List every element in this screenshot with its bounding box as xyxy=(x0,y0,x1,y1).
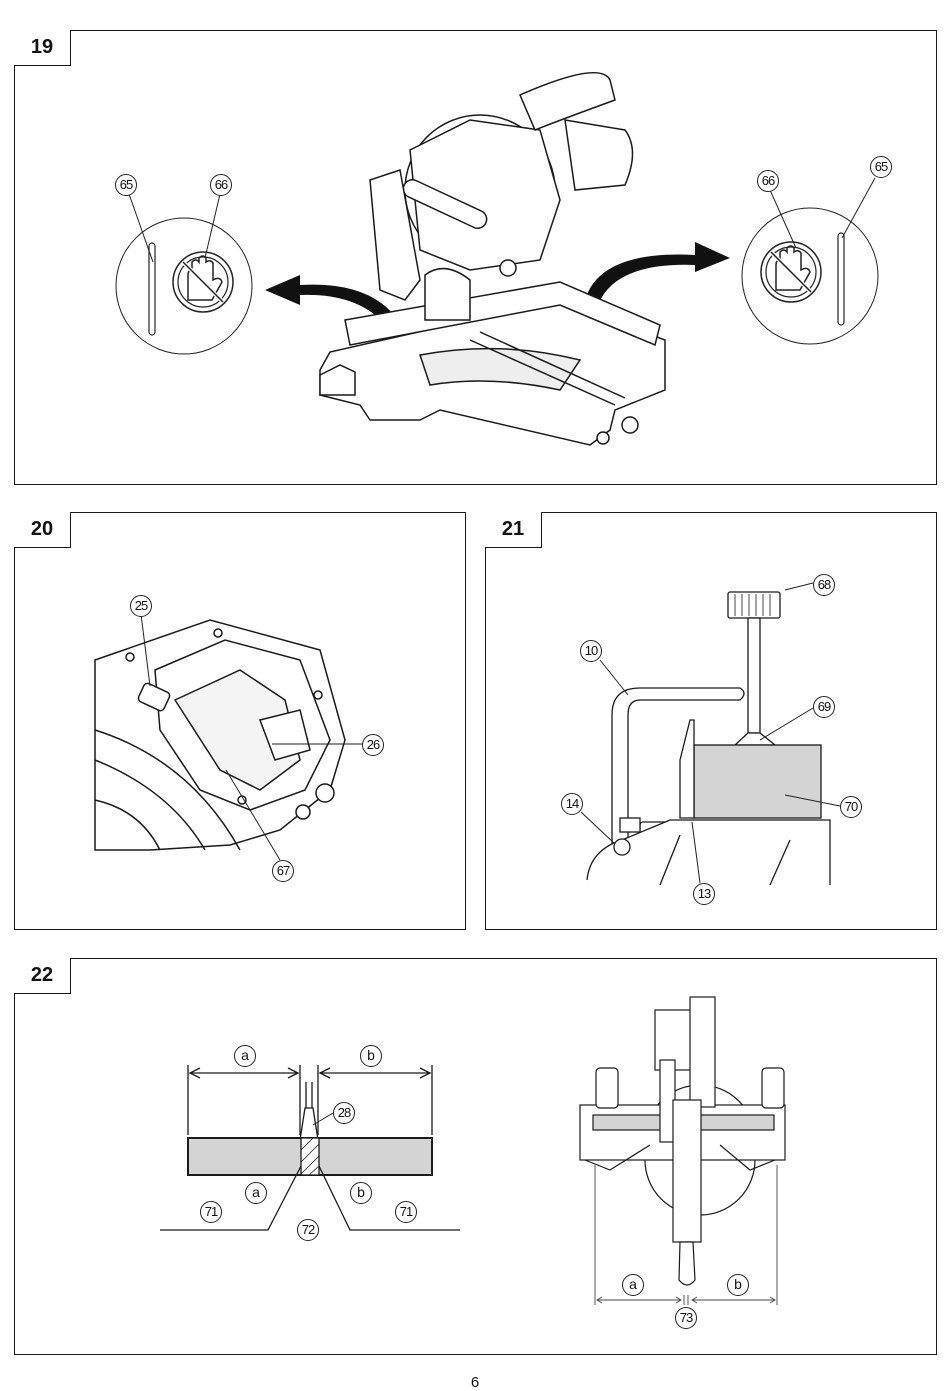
right-arrow-icon xyxy=(585,242,730,305)
callout-13: 13 xyxy=(693,883,715,905)
callout-26: 26 xyxy=(362,734,384,756)
callout-65: 65 xyxy=(115,174,137,196)
left-warning-label xyxy=(115,193,253,355)
left-arrow-icon xyxy=(265,275,410,348)
figure-number: 20 xyxy=(14,512,71,548)
figure-number: 19 xyxy=(14,30,71,66)
dimension-label-b: b xyxy=(360,1045,382,1067)
lower-label-b: b xyxy=(350,1182,372,1204)
lower-label-a: a xyxy=(245,1182,267,1204)
callout-69: 69 xyxy=(813,696,835,718)
callout-65: 65 xyxy=(870,156,892,178)
dimension-label-a: a xyxy=(234,1045,256,1067)
callout-66: 66 xyxy=(210,174,232,196)
page-number: 6 xyxy=(470,1374,480,1391)
callout-70: 70 xyxy=(840,796,862,818)
callout-66: 66 xyxy=(757,170,779,192)
figure-number: 22 xyxy=(14,958,71,994)
dimension-label-b: b xyxy=(727,1274,749,1296)
callout-72: 72 xyxy=(297,1219,319,1241)
saw-top-view xyxy=(579,996,786,1286)
callout-25: 25 xyxy=(130,595,152,617)
callout-10: 10 xyxy=(580,640,602,662)
callout-73: 73 xyxy=(675,1307,697,1329)
callout-28: 28 xyxy=(333,1102,355,1124)
dimension-label-a: a xyxy=(622,1274,644,1296)
callout-71: 71 xyxy=(200,1201,222,1223)
kerf-diagram xyxy=(160,1065,460,1231)
callout-68: 68 xyxy=(813,574,835,596)
figure-number: 21 xyxy=(485,512,542,548)
miter-saw-drawing xyxy=(319,71,666,446)
right-warning-label xyxy=(741,177,879,345)
callout-14: 14 xyxy=(561,793,583,815)
callout-71: 71 xyxy=(395,1201,417,1223)
callout-67: 67 xyxy=(272,860,294,882)
